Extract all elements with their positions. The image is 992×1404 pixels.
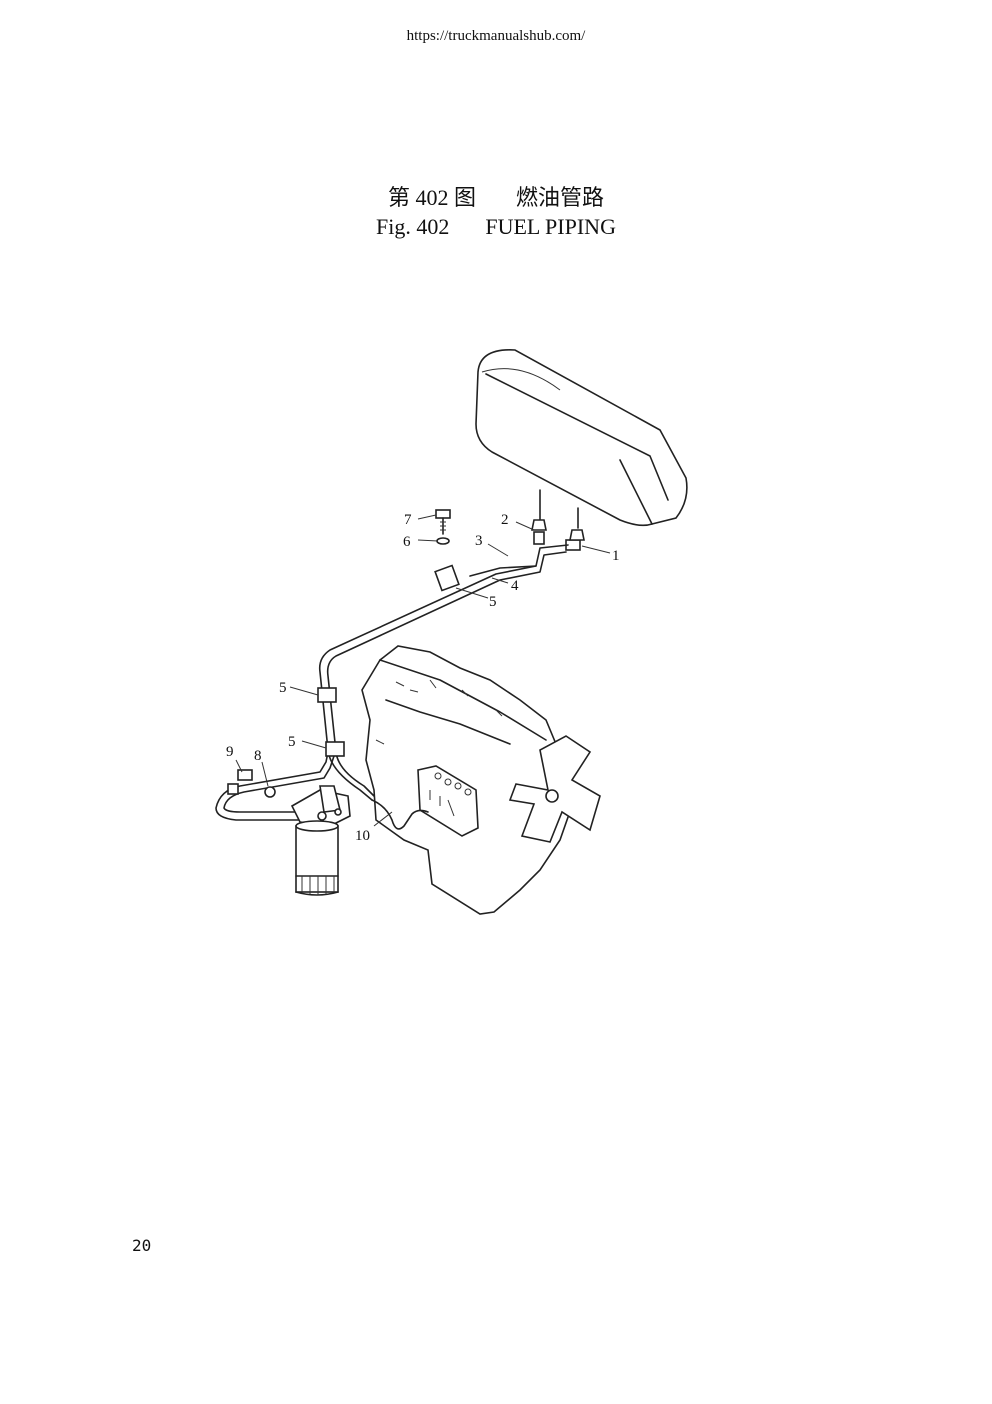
fuel-pipes: [215, 544, 569, 821]
fuel-filter: [290, 785, 351, 896]
figure-title-english: Fig. 402 FUEL PIPING: [0, 214, 992, 240]
page-number: 20: [132, 1236, 152, 1255]
callout-9: 9: [226, 744, 234, 760]
figure-number-cn: 第 402 图: [387, 185, 476, 210]
engine: [361, 645, 601, 915]
figure-number-en: Fig. 402: [376, 214, 450, 239]
callout-5-lower: 5: [288, 734, 296, 750]
callout-1: 1: [612, 548, 620, 564]
figure-name-cn: 燃油管路: [516, 185, 605, 210]
filter-fittings: [227, 769, 276, 798]
callout-10: 10: [355, 828, 370, 844]
callout-7: 7: [404, 512, 412, 528]
pipe-clamps: [317, 564, 460, 757]
figure-name-en: FUEL PIPING: [485, 214, 616, 239]
callout-2: 2: [501, 512, 509, 528]
bolt-and-washer: [435, 509, 451, 545]
callout-4: 4: [511, 578, 519, 594]
callout-5-upper: 5: [489, 594, 497, 610]
figure-title-chinese: 第 402 图 燃油管路: [0, 180, 992, 212]
callout-6: 6: [403, 534, 411, 550]
callout-3: 3: [475, 533, 483, 549]
callout-5-middle: 5: [279, 680, 287, 696]
fuel-tank: [475, 349, 688, 529]
tank-fittings: [531, 519, 585, 551]
callout-8: 8: [254, 748, 262, 764]
callout-leaders: [235, 514, 611, 827]
source-url[interactable]: https://truckmanualshub.com/: [406, 28, 586, 44]
